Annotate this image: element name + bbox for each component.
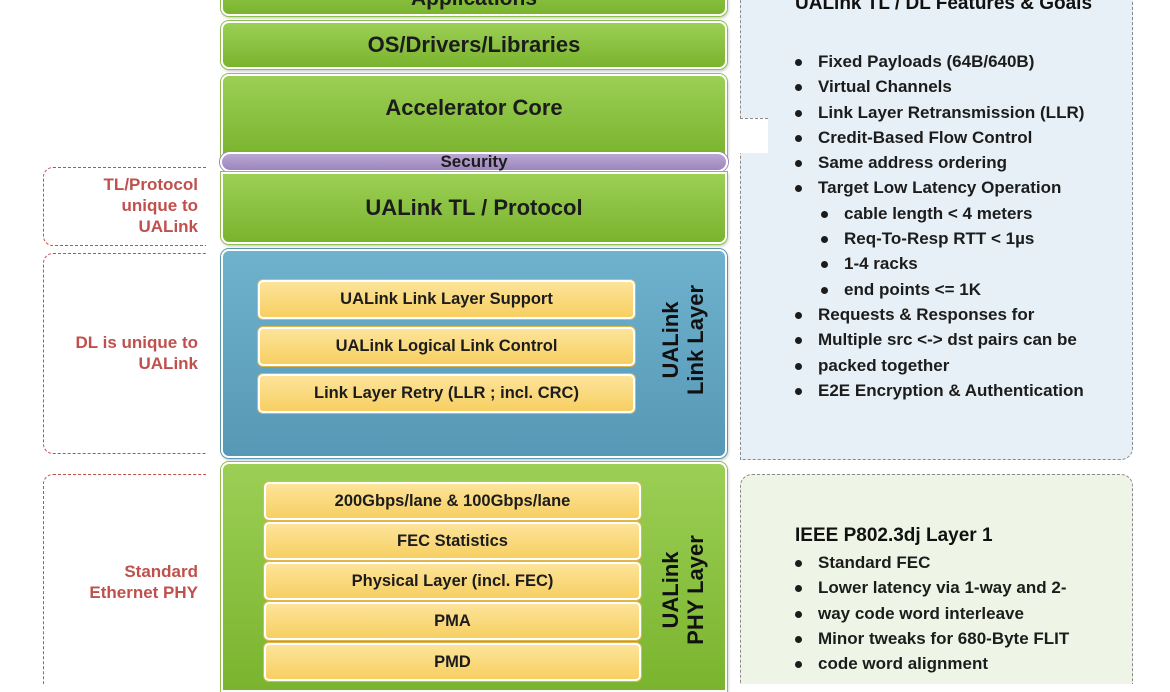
- ieee-panel: [740, 474, 1133, 684]
- link-layer-support-label: UALink Link Layer Support: [340, 290, 553, 308]
- features-connector: [740, 118, 768, 153]
- tl-label-line: TL/Protocol: [103, 175, 198, 194]
- feature-bullet: Requests & Responses for: [790, 302, 1130, 327]
- os-drivers-label: OS/Drivers/Libraries: [367, 32, 581, 57]
- feature-continuation: packed together: [790, 353, 1130, 378]
- pma-label: PMA: [434, 611, 471, 630]
- feature-sub-bullet: cable length < 4 meters: [790, 201, 1130, 226]
- accelerator-core-label: Accelerator Core: [385, 95, 563, 120]
- tl-bracket: [43, 167, 206, 246]
- physical-layer-label: Physical Layer (incl. FEC): [351, 571, 554, 590]
- phy-speed-label: 200Gbps/lane & 100Gbps/lane: [334, 491, 571, 510]
- ieee-continuation: code word alignment: [790, 651, 1130, 676]
- logical-link-control-box: UALink Logical Link Control: [258, 327, 635, 366]
- phy-bracket: [43, 474, 206, 684]
- features-title: UALink TL / DL Features & Goals: [795, 0, 1093, 14]
- tl-unique-label: TL/Protocol unique to UALink: [60, 174, 198, 237]
- feature-bullet: Target Low Latency Operation: [790, 175, 1130, 200]
- link-layer-support-box: UALink Link Layer Support: [258, 280, 635, 319]
- feature-bullet: Credit-Based Flow Control: [790, 125, 1130, 150]
- fec-statistics-box: FEC Statistics: [264, 522, 641, 560]
- applications-block: Applications: [221, 0, 727, 16]
- feature-sub-bullet: end points <= 1K: [790, 277, 1130, 302]
- feature-bullet: E2E Encryption & Authentication: [790, 378, 1130, 403]
- phy-layer-label-line2: PHY Layer: [683, 535, 708, 645]
- ieee-bullet: Minor tweaks for 680-Byte FLIT: [790, 626, 1130, 651]
- phy-standard-label: Standard Ethernet PHY: [40, 561, 198, 603]
- link-layer-retry-box: Link Layer Retry (LLR ; incl. CRC): [258, 374, 635, 413]
- ieee-list: Standard FEC Lower latency via 1-way and…: [790, 550, 1130, 676]
- pmd-box: PMD: [264, 643, 641, 681]
- phy-layer-vertical-label: UALink PHY Layer: [645, 515, 721, 665]
- ualink-tl-protocol-block: UALink TL / Protocol: [221, 172, 727, 244]
- link-layer-retry-label: Link Layer Retry (LLR ; incl. CRC): [314, 384, 579, 402]
- feature-sub-bullet: Req-To-Resp RTT < 1µs: [790, 226, 1130, 251]
- phy-label-line: Standard: [124, 562, 198, 581]
- feature-bullet: Link Layer Retransmission (LLR): [790, 100, 1130, 125]
- security-block: Security: [220, 152, 728, 172]
- features-list: Fixed Payloads (64B/640B) Virtual Channe…: [790, 49, 1130, 403]
- tl-protocol-label: UALink TL / Protocol: [365, 195, 583, 220]
- dl-label-line: UALink: [138, 354, 199, 373]
- phy-layer-label-line1: UALink: [658, 551, 683, 629]
- features-panel: [740, 0, 1133, 460]
- feature-bullet: Fixed Payloads (64B/640B): [790, 49, 1130, 74]
- feature-sub-bullet: 1-4 racks: [790, 251, 1130, 276]
- feature-continuation: Multiple src <-> dst pairs can be: [790, 327, 1130, 352]
- os-drivers-block: OS/Drivers/Libraries: [221, 21, 727, 69]
- phy-speed-box: 200Gbps/lane & 100Gbps/lane: [264, 482, 641, 520]
- feature-bullet: Same address ordering: [790, 150, 1130, 175]
- dl-unique-label: DL is unique to UALink: [40, 332, 198, 374]
- physical-layer-box: Physical Layer (incl. FEC): [264, 562, 641, 600]
- link-layer-label-line1: UALink: [658, 301, 683, 379]
- link-layer-vertical-label: UALink Link Layer: [645, 270, 721, 410]
- ieee-bullet: Standard FEC: [790, 550, 1130, 575]
- tl-label-line: unique to: [121, 196, 198, 215]
- phy-label-line: Ethernet PHY: [89, 583, 198, 602]
- security-label: Security: [440, 152, 508, 171]
- applications-label: Applications: [411, 0, 537, 11]
- pma-box: PMA: [264, 602, 641, 640]
- ieee-title: IEEE P802.3dj Layer 1: [795, 525, 993, 546]
- ieee-continuation: way code word interleave: [790, 601, 1130, 626]
- logical-link-control-label: UALink Logical Link Control: [335, 337, 558, 355]
- accelerator-core-block: Accelerator Core: [221, 74, 727, 158]
- ieee-bullet: Lower latency via 1-way and 2-: [790, 575, 1130, 600]
- fec-statistics-label: FEC Statistics: [397, 531, 508, 550]
- feature-bullet: Virtual Channels: [790, 74, 1130, 99]
- tl-label-line: UALink: [138, 217, 199, 236]
- link-layer-label-line2: Link Layer: [683, 284, 708, 396]
- dl-label-line: DL is unique to: [75, 333, 198, 352]
- dl-bracket: [43, 253, 206, 454]
